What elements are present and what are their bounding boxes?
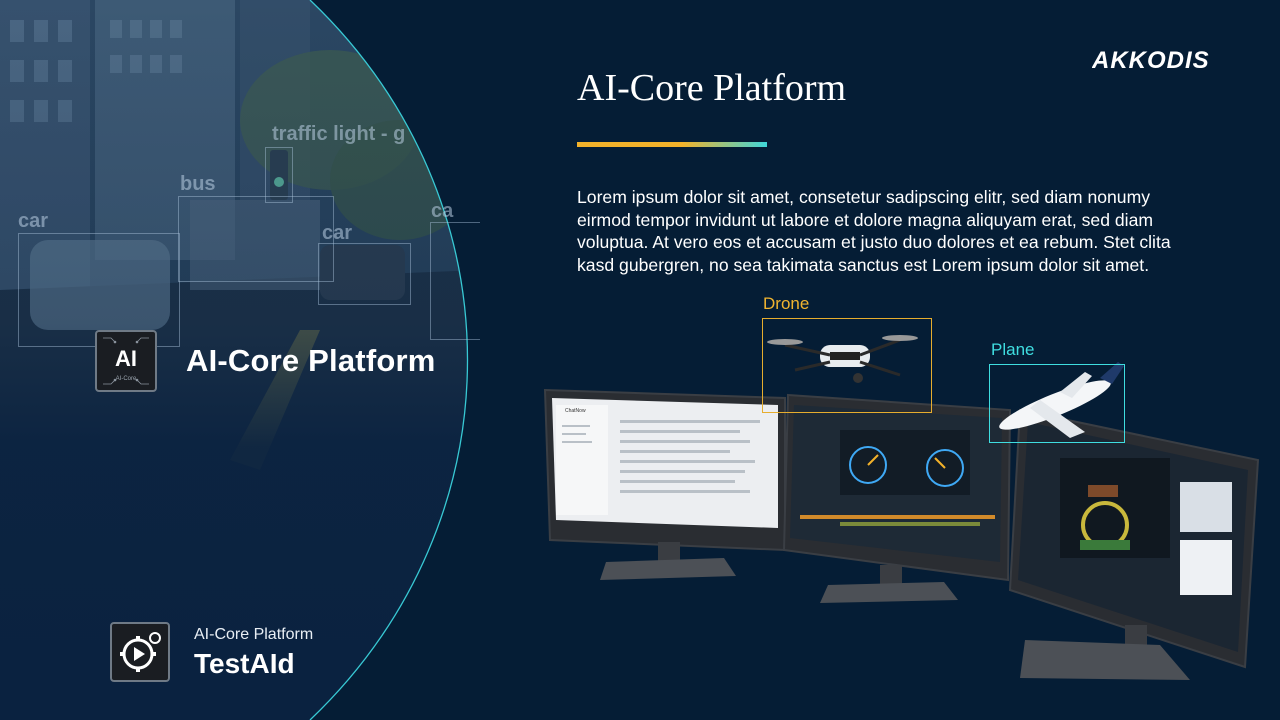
street-photo — [0, 0, 469, 720]
drone-detection-box — [762, 318, 932, 413]
brand-logo-text: AKKODIS — [1092, 47, 1210, 74]
chat-window-title: ChatNow — [565, 408, 586, 414]
akkodis-logo: AKKODIS — [1092, 47, 1210, 74]
testaid-title: TestAId — [194, 648, 295, 679]
drone-detection-label: Drone — [763, 294, 810, 313]
plane-detection-box — [989, 364, 1125, 443]
detection-box-car-center — [318, 243, 411, 305]
page-title: AI-Core Platform — [577, 67, 847, 109]
drone-image — [767, 335, 918, 383]
left-monitor: ChatNow — [543, 388, 786, 580]
plane-detection-label: Plane — [991, 340, 1035, 359]
detection-box-car-right — [430, 222, 480, 340]
testaid-subtitle: AI-Core Platform — [194, 626, 314, 643]
detection-box-traffic-light — [265, 147, 293, 203]
center-monitor — [782, 393, 1012, 603]
detection-label-car-left: car — [18, 210, 49, 232]
ai-core-logo-icon: AI AI-Core — [95, 330, 157, 392]
detection-label-bus: bus — [180, 173, 216, 195]
plane-image — [999, 362, 1124, 438]
detection-label-car-center: car — [322, 222, 353, 244]
street-photo-panel: traffic light - g bus car car ca — [0, 0, 480, 720]
gear-play-icon — [120, 632, 161, 672]
title-underline — [577, 142, 767, 147]
ai-badge-subtext: AI-Core — [115, 376, 137, 382]
right-monitor — [1008, 408, 1260, 680]
circuit-pattern-icon — [103, 337, 149, 385]
ai-badge-text: AI — [115, 346, 137, 371]
testaid-logo-icon — [110, 622, 170, 682]
detection-label-traffic-light: traffic light - g — [272, 123, 406, 145]
monitor-setup-illustration: ChatNow — [543, 335, 1260, 680]
ai-core-title: AI-Core Platform — [186, 343, 436, 378]
detection-box-bus — [178, 196, 334, 282]
detection-label-car-right: ca — [431, 200, 454, 222]
body-paragraph: Lorem ipsum dolor sit amet, consetetur s… — [577, 187, 1171, 275]
